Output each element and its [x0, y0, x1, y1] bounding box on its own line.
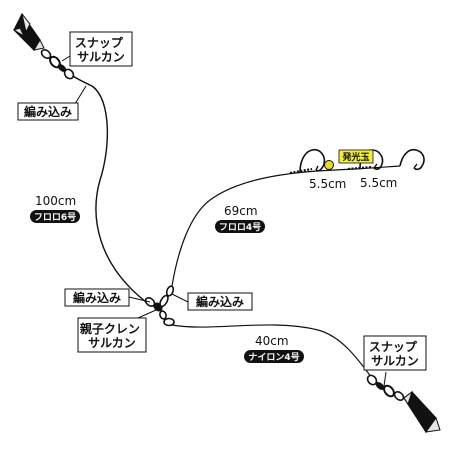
snap-swivel-right-line-2: サルカン [371, 354, 419, 368]
callout-leader-cross-swivel [137, 309, 157, 319]
cross-swivel-line-1: 親子クレン [80, 321, 140, 336]
braid-center-left-label: 編み込み [73, 290, 121, 305]
cross-swivel-line-2: サルカン [88, 336, 136, 350]
braid-center-right-box [187, 292, 253, 311]
main-line-length: 100cm [35, 194, 76, 208]
snap-swivel-top-box [69, 31, 133, 67]
lower-line-spec: ナイロン4号 [248, 352, 299, 363]
snap-swivel-top-line-2: サルカン [77, 50, 125, 64]
lower-line-40cm [171, 324, 373, 379]
callout-leader-snap-top [61, 55, 71, 62]
branch-line-spec: フロロ4号 [219, 222, 261, 233]
callout-leader-braid-right [171, 293, 189, 303]
cross-swivel-label: 親子クレン サルカン [80, 321, 144, 350]
branch-line-spec-pill [215, 220, 265, 233]
snap-swivel-top-label: スナップ サルカン [75, 35, 127, 64]
main-line-spec-pill [30, 210, 80, 223]
braid-top-label: 編み込み [24, 104, 72, 119]
snap-swivel-right-label: スナップ サルカン [369, 339, 421, 368]
glow-bead-icon [324, 160, 334, 170]
snap-swivel-right-line-1: スナップ [369, 339, 418, 354]
snap-swivel-top-line-1: スナップ [75, 35, 124, 50]
sinker-bottom-right [403, 390, 441, 434]
cross-swivel-box [77, 317, 147, 353]
snap-swivel-bottom-right-icon [366, 374, 405, 401]
callout-leader-snap-right [383, 371, 387, 387]
braid-center-right-label: 編み込み [196, 294, 244, 309]
hook-spacing-2: 5.5cm [360, 176, 397, 190]
cross-swivel-icon [144, 285, 175, 327]
main-line-100cm [51, 57, 151, 306]
sinker-top-left [12, 12, 45, 51]
snap-swivel-right-box [363, 335, 427, 371]
braid-top-box [17, 102, 79, 121]
callout-leader-braid-left [128, 296, 151, 303]
lower-line-length: 40cm [255, 334, 289, 348]
main-line-spec: フロロ6号 [34, 212, 76, 223]
bead-label: 発光玉 [341, 151, 369, 163]
branch-line-length: 69cm [224, 204, 258, 218]
snap-swivel-top-left-icon [40, 49, 75, 80]
bead-label-box [338, 149, 374, 164]
hook-spacing-1: 5.5cm [309, 177, 346, 191]
braid-center-left-box [64, 288, 130, 307]
hook-3-icon [399, 148, 425, 171]
lower-line-spec-pill [244, 350, 304, 363]
hook-1-icon [289, 148, 326, 175]
